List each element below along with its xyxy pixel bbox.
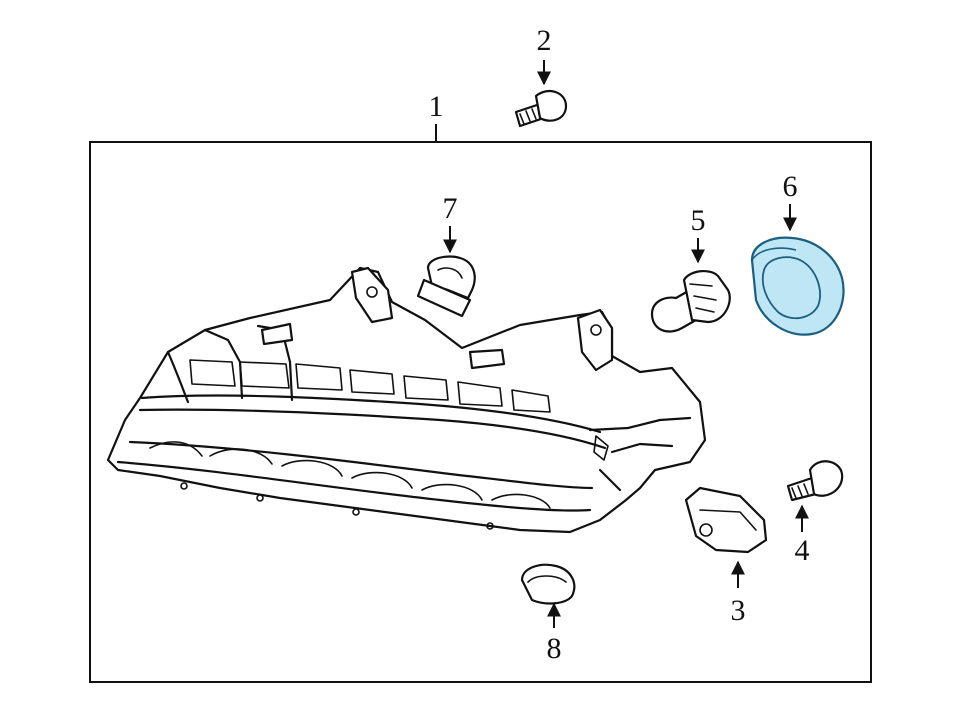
callout-4: 4 xyxy=(795,534,810,567)
bulb-part-5 xyxy=(650,270,731,333)
bolt-part-2 xyxy=(514,89,568,128)
headlamp-housing xyxy=(106,266,707,534)
bolt-part-4 xyxy=(786,460,844,502)
callout-1: 1 xyxy=(429,90,444,123)
clip-part-7 xyxy=(416,255,476,318)
seal-ring-part-6 xyxy=(750,236,845,336)
assembly-frame xyxy=(89,141,872,683)
callout-7: 7 xyxy=(443,192,458,225)
cap-part-3 xyxy=(684,486,768,554)
callout-2: 2 xyxy=(537,24,552,57)
callout-6: 6 xyxy=(783,170,798,203)
callout-5: 5 xyxy=(691,204,706,237)
grommet-part-8 xyxy=(520,563,576,605)
callout-3: 3 xyxy=(731,594,746,627)
callout-8: 8 xyxy=(547,632,562,665)
